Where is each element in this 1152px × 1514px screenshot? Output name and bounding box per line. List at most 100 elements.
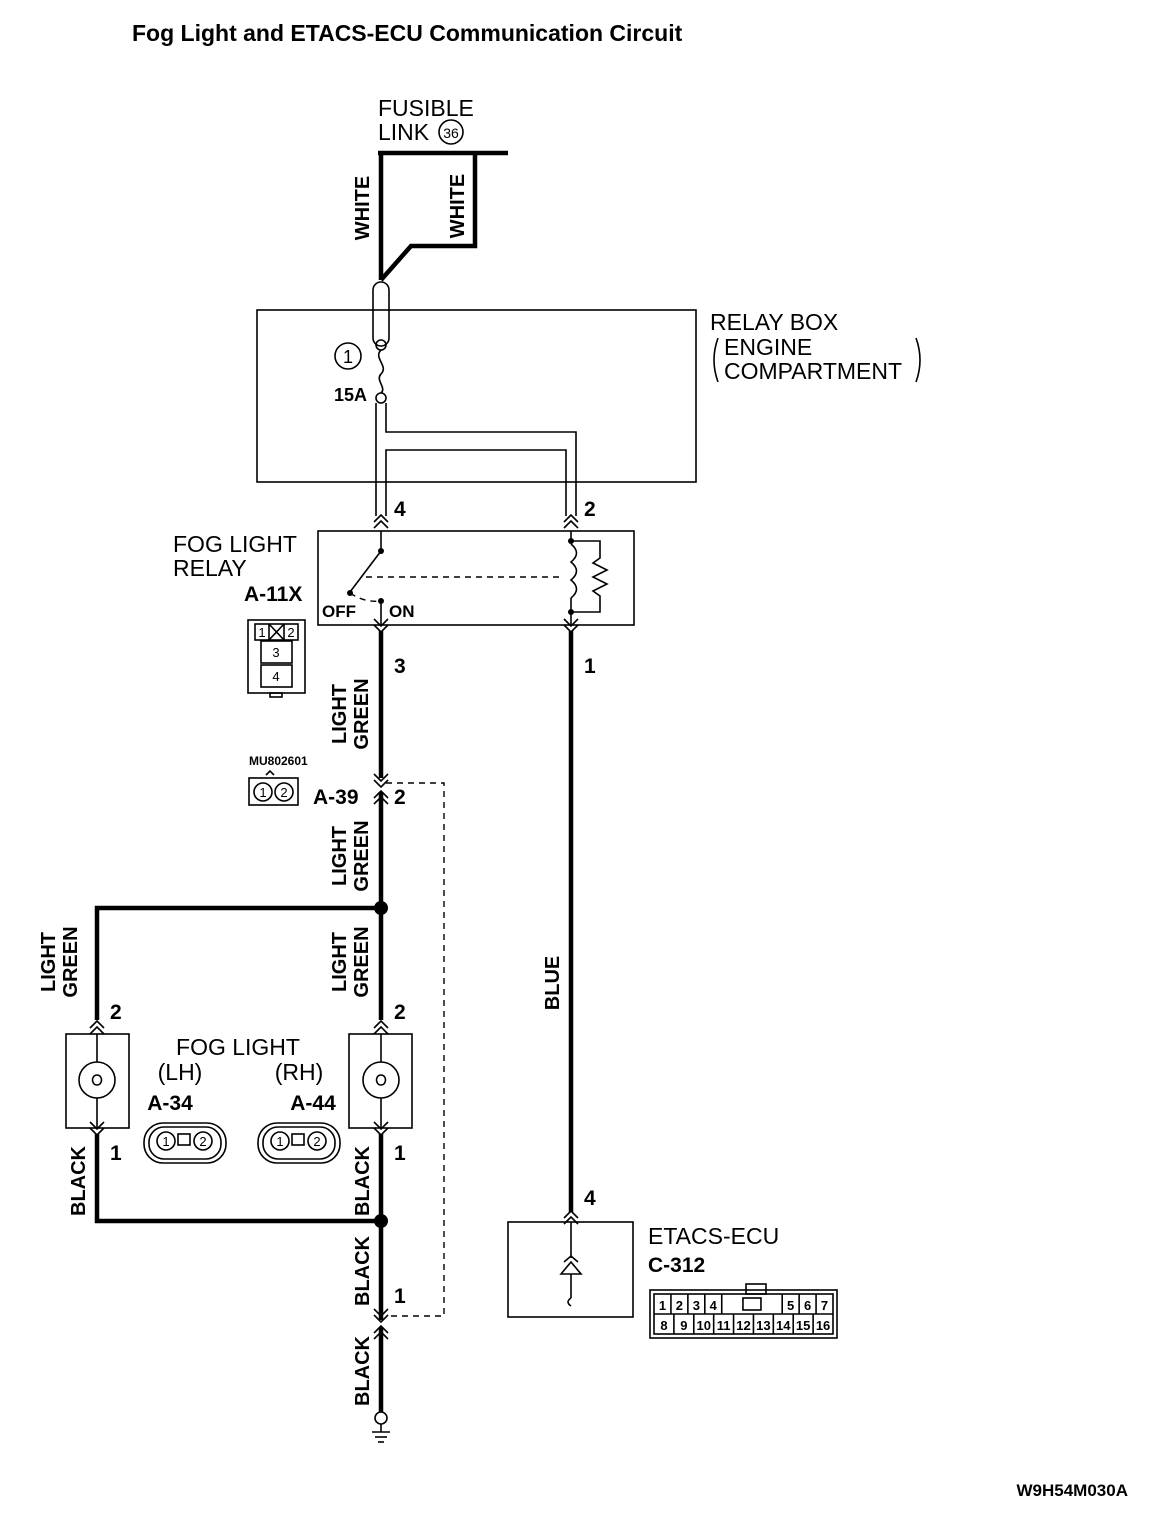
a-11x-pin-2: 2 <box>287 625 294 640</box>
ecu-input-chevron <box>563 1254 579 1263</box>
white-wire-right <box>379 153 478 282</box>
etacs-ecu-label: ETACS-ECU <box>648 1223 779 1249</box>
a44-pin-1-circle <box>270 1131 290 1151</box>
terminal-a39-2: 2 <box>394 786 406 809</box>
wire-color-white-left: WHITE <box>352 176 374 240</box>
relay-box-label-line1: RELAY BOX <box>710 309 838 335</box>
a44-pin-2: 2 <box>313 1134 320 1149</box>
etacs-ecu-connector-label: C-312 <box>648 1254 705 1277</box>
a39-part-number: MU802601 <box>249 754 308 768</box>
relay-off-label: OFF <box>322 602 356 621</box>
etacs-ecu-input-symbol <box>559 1222 583 1307</box>
relay-box-outline <box>256 309 697 483</box>
relay-coil-winding <box>569 543 578 599</box>
relay-switch: OFF ON <box>322 531 562 625</box>
terminal-arrow-relay-4 <box>373 514 389 529</box>
fusible-link-label-line1: FUSIBLE <box>378 95 474 121</box>
c312-blank-slot <box>742 1297 762 1311</box>
a39-connector-span <box>386 782 445 1317</box>
c312-pin: 2 <box>676 1298 683 1313</box>
ground-symbol <box>372 1411 390 1443</box>
wire-color-light-green-1-line1: LIGHT <box>329 684 351 744</box>
relay-on-label: ON <box>389 602 415 621</box>
fuse-rating: 15A <box>334 385 367 405</box>
fuse-number: 1 <box>343 347 353 367</box>
fog-light-relay-outline <box>317 530 635 626</box>
fog-light-lh-label: (LH) <box>158 1059 203 1085</box>
a34-pin-1: 1 <box>162 1134 169 1149</box>
fuse-element <box>377 349 385 394</box>
fog-light-rh-bulb <box>362 1061 400 1099</box>
a39-pin-2-circle <box>274 782 294 802</box>
fog-light-lh-connector-label: A-34 <box>147 1092 193 1115</box>
c312-pin: 11 <box>717 1318 731 1333</box>
ecu-input-triangle <box>559 1260 583 1275</box>
relay-box-paren-left <box>713 337 719 383</box>
wire-color-black-lh: BLACK <box>68 1145 90 1216</box>
fog-light-relay-label-line2: RELAY <box>173 555 247 581</box>
a44-outer-shell <box>257 1122 341 1164</box>
a-11x-connector-face: 1 2 3 4 <box>247 619 306 698</box>
wire-color-light-green-2-line2: GREEN <box>351 820 373 891</box>
a34-pin-2: 2 <box>199 1134 206 1149</box>
terminal-lh-2: 2 <box>110 1001 122 1024</box>
fog-light-relay-connector-label: A-11X <box>244 583 302 606</box>
wire-color-light-green-lh-line1: LIGHT <box>38 932 60 992</box>
terminal-relay-1: 1 <box>584 655 596 678</box>
c312-pin: 3 <box>693 1298 700 1313</box>
c312-pin: 10 <box>696 1318 710 1333</box>
relay-box-label-line3: COMPARTMENT <box>724 358 902 384</box>
relay-switch-on-contact <box>378 598 384 604</box>
a34-outer-shell <box>143 1122 227 1164</box>
a34-pin-2-circle <box>193 1131 213 1151</box>
wire-color-black-rh: BLACK <box>352 1145 374 1216</box>
wire-color-light-green-2-line1: LIGHT <box>329 826 351 886</box>
a34-key <box>177 1133 191 1146</box>
c312-latch <box>745 1283 767 1295</box>
a-11x-row3 <box>260 640 293 664</box>
c312-pin: 1 <box>659 1298 666 1313</box>
a44-key <box>291 1133 305 1146</box>
a39-pin-1-circle <box>253 782 273 802</box>
c312-pin: 9 <box>680 1318 687 1333</box>
a44-pin-1: 1 <box>276 1134 283 1149</box>
terminal-relay-3: 3 <box>394 655 406 678</box>
a44-inner-shell <box>262 1126 336 1160</box>
figure-code: W9H54M030A <box>1017 1481 1129 1500</box>
fusible-link-number: 36 <box>443 125 459 141</box>
fusible-link: FUSIBLE LINK 36 <box>378 95 508 156</box>
c312-pin: 4 <box>710 1298 718 1313</box>
c312-pin: 5 <box>787 1298 794 1313</box>
terminal-a39-1: 1 <box>394 1285 406 1308</box>
wire-color-blue: BLUE <box>542 956 564 1010</box>
fuse-terminal-bottom <box>375 392 387 404</box>
fog-light-rh-label: (RH) <box>275 1059 324 1085</box>
c312-pin: 6 <box>804 1298 811 1313</box>
fog-light-rh-filament <box>375 1074 387 1086</box>
terminal-lh-1: 1 <box>110 1142 122 1165</box>
relay-switch-blade <box>349 550 382 593</box>
c312-pin: 12 <box>736 1318 750 1333</box>
c312-outline <box>649 1289 838 1339</box>
wire-color-black-mid: BLACK <box>352 1235 374 1306</box>
c312-pin: 8 <box>660 1318 667 1333</box>
a34-inner-shell <box>148 1126 222 1160</box>
relay-box-label-line2: ENGINE <box>724 334 812 360</box>
terminal-ecu-4: 4 <box>584 1187 596 1210</box>
relay-switch-on-path <box>349 592 382 603</box>
a44-connector-face: 1 2 <box>257 1122 341 1164</box>
c312-pin: 16 <box>816 1318 830 1333</box>
light-green-wire-to-lh <box>94 905 381 1020</box>
a39-latch <box>265 769 275 776</box>
relay-box-paren-right <box>915 337 921 383</box>
ground-terminal <box>374 1411 388 1425</box>
wire-color-light-green-1-line2: GREEN <box>351 678 373 749</box>
a-11x-latch <box>269 692 283 698</box>
c312-pin: 14 <box>776 1318 791 1333</box>
a-11x-pin-1: 1 <box>258 625 265 640</box>
terminal-arrow-relay-2 <box>563 514 579 529</box>
